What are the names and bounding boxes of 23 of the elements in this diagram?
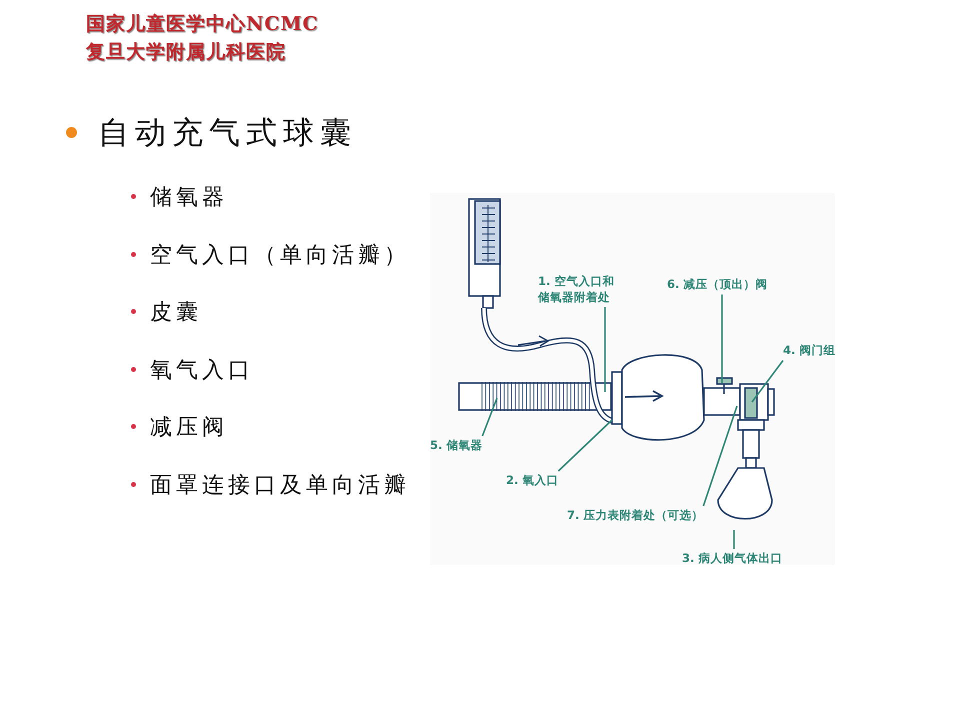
callout-label: 1. 空气入口和储氧器附着处 [538, 274, 624, 306]
callout-label: 5. 储氧器 [430, 438, 482, 454]
callout-label: 2. 氧入口 [506, 473, 558, 489]
callout-label: 7. 压力表附着处（可选） [567, 508, 704, 524]
leader-line [604, 307, 606, 392]
leader-line [751, 360, 784, 402]
bullet-text: 面罩连接口及单向活瓣 [150, 472, 410, 500]
institution-name: 国家儿童医学中心NCMC [86, 12, 319, 37]
callout-label: 6. 减压（顶出）阀 [667, 277, 768, 293]
bullet-text: 储氧器 [150, 184, 228, 212]
leader-line [733, 530, 735, 549]
institution-name: 复旦大学附属儿科医院 [86, 40, 286, 65]
leader-line [721, 294, 723, 383]
bullet-text: 氧气入口 [150, 356, 254, 384]
leader-line [482, 398, 498, 436]
leader-line [558, 419, 613, 472]
slide-title: 自动充气式球囊 [98, 114, 357, 153]
callout-label: 3. 病人侧气体出口 [682, 551, 782, 567]
bullet-text: 减压阀 [150, 414, 228, 442]
leader-line [702, 406, 738, 506]
bullet-text: 空气入口（单向活瓣） [150, 242, 410, 270]
callout-label: 4. 阀门组 [783, 343, 836, 359]
bullet-text: 皮囊 [150, 299, 202, 327]
